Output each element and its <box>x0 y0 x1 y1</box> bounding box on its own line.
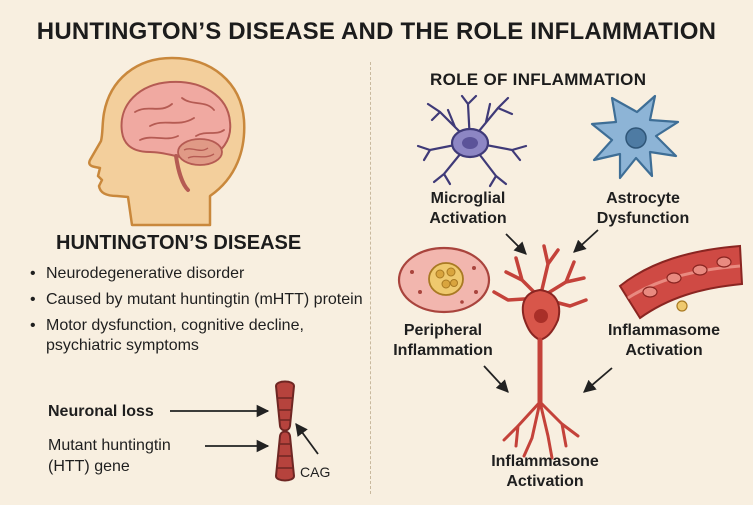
panel-divider <box>370 62 371 494</box>
neuron-icon <box>492 244 588 460</box>
page-title: HUNTINGTON’S DISEASE AND THE ROLE INFLAM… <box>36 18 717 45</box>
list-item: Motor dysfunction, cognitive decline, ps… <box>28 316 368 356</box>
mutant-gene-label-line1: Mutant huntingtin <box>48 437 171 454</box>
microglial-label-line1: Microglial <box>430 190 506 207</box>
bottom-activation-label: Inflammasone Activation <box>470 452 620 492</box>
astrocyte-label-line1: Astrocyte <box>606 190 680 207</box>
list-item: Neurodegenerative disorder <box>28 264 368 284</box>
mutant-gene-label-line2: (HTT) gene <box>48 458 130 475</box>
arrow-astrocyte <box>573 229 599 253</box>
bottom-label-line1: Inflammasone <box>491 453 599 470</box>
arrow-microglial <box>505 233 527 255</box>
astrocyte-icon <box>590 94 680 180</box>
microglial-label: Microglial Activation <box>408 189 528 229</box>
chromosome-icon <box>274 380 296 482</box>
list-item: Caused by mutant huntingtin (mHTT) prote… <box>28 290 368 310</box>
head-brain-icon <box>87 56 246 227</box>
right-heading: ROLE OF INFLAMMATION <box>430 70 647 89</box>
arrow-peripheral <box>483 365 509 393</box>
bullet-text: Neurodegenerative disorder <box>46 265 245 282</box>
peripheral-label-line2: Inflammation <box>393 342 493 359</box>
symptom-list: Neurodegenerative disorder Caused by mut… <box>28 264 368 362</box>
arrow-inflammasome <box>583 367 613 393</box>
astrocyte-label: Astrocyte Dysfunction <box>578 189 708 229</box>
bullet-text: Motor dysfunction, cognitive decline, ps… <box>46 317 304 354</box>
blood-vessel-icon <box>618 244 744 320</box>
bottom-label-line2: Activation <box>506 473 584 490</box>
astrocyte-label-line2: Dysfunction <box>596 210 690 227</box>
bullet-text: Caused by mutant huntingtin (mHTT) prote… <box>46 291 363 308</box>
cag-label: CAG <box>300 464 331 480</box>
inflammasome-label-line2: Activation <box>625 342 703 359</box>
immune-cell-icon <box>397 246 491 314</box>
inflammasome-label-line1: Inflammasome <box>607 322 721 339</box>
peripheral-label-line1: Peripheral <box>403 322 483 339</box>
inflammasome-label: Inflammasome Activation <box>594 321 734 361</box>
microglia-icon <box>416 94 528 188</box>
peripheral-label: Peripheral Inflammation <box>378 321 508 361</box>
neuronal-loss-label: Neuronal loss <box>48 403 154 420</box>
microglial-label-line2: Activation <box>429 210 507 227</box>
arrow-cag <box>295 422 319 455</box>
left-heading: HUNTINGTON’S DISEASE <box>56 232 302 254</box>
